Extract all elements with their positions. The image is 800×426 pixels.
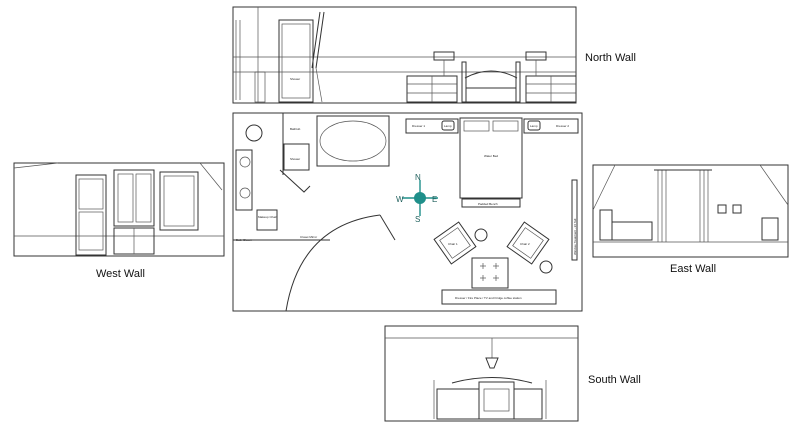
south-wall-elevation (384, 325, 579, 422)
dresser-2-label: Dresser 2 (556, 124, 569, 128)
shower-north-label: Shower (290, 77, 300, 81)
lamp-2-label: Lamp (530, 124, 538, 128)
east-wall-label: East Wall (670, 263, 717, 275)
chair-2-label: Chair 2 (520, 242, 530, 246)
north-wall-elevation: Shower (232, 6, 577, 104)
makeup-chair-label: Makeup Chair (258, 215, 277, 219)
padded-bench-label: Padded Bench (478, 202, 498, 206)
chair-1-label: Chair 1 (448, 242, 458, 246)
bath-closet-label: Bath Closet (236, 238, 252, 242)
east-wall-elevation (592, 164, 789, 258)
compass-e: E (432, 195, 437, 204)
main-floor-plan: Shower Bathtub Makeup Chair Bath Closet … (232, 112, 583, 312)
compass-w: W (396, 195, 404, 204)
window-treatment-label: Window Treatment - 26 Tall (573, 218, 577, 255)
water-bed-label: Water Bed (484, 154, 498, 158)
compass-n: N (415, 173, 421, 182)
bathtub-label: Bathtub (290, 127, 301, 131)
south-dresser-label: Dresser / Fire Place / TV and Fridge cof… (455, 296, 522, 300)
west-wall-elevation (13, 162, 225, 257)
compass-rose: N E S W (396, 173, 438, 224)
compass-s: S (415, 215, 420, 224)
closet-mirror-label: Closet Mirror (300, 235, 317, 239)
north-wall-label: North Wall (585, 52, 636, 64)
south-wall-label: South Wall (588, 374, 641, 386)
shower-plan-label: Shower (290, 157, 300, 161)
dresser-1-label: Dresser 1 (412, 124, 425, 128)
lamp-1-label: Lamp (444, 124, 452, 128)
west-wall-label: West Wall (96, 268, 145, 280)
